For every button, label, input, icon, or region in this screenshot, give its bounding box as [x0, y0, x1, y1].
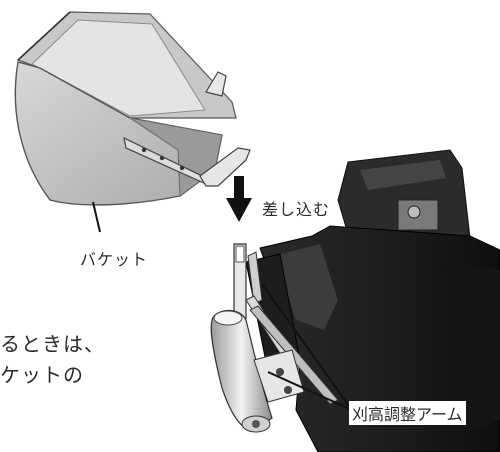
bucket-callout-line — [92, 201, 101, 233]
instruction-text-line-1: るときは、 — [0, 332, 105, 356]
mower-body-illustration — [210, 149, 500, 452]
bucket-label: バケット — [80, 250, 149, 269]
grass-bucket-illustration — [14, 11, 251, 233]
insert-arrow — [226, 176, 252, 222]
insert-label: 差し込む — [262, 200, 331, 219]
cutting-height-arm-label: 刈高調整アーム — [349, 401, 466, 425]
arm-callout-line-2 — [267, 371, 353, 411]
arm-callout-line-1 — [261, 283, 353, 411]
instruction-text-line-2: ケットの — [0, 363, 84, 387]
